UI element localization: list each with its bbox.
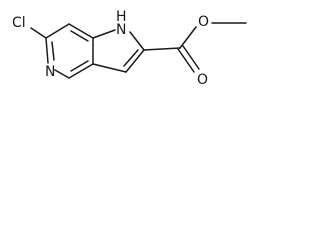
ester-oxygen-label: O bbox=[198, 14, 209, 30]
bond-carbonyl-o-double-a bbox=[177, 48, 195, 73]
bond-c7-c7a-inner bbox=[70, 30, 89, 42]
bond-c2-c3-inner bbox=[123, 49, 139, 67]
bond-c6-c7 bbox=[45, 23, 70, 39]
bond-c3a-c4 bbox=[68, 63, 94, 79]
bond-c2-c3 bbox=[125, 49, 145, 73]
bond-carbonyl-o-double-b bbox=[182, 45, 200, 70]
bond-c4-n5 bbox=[54, 69, 70, 79]
ring-nitrogen-label: N bbox=[45, 64, 55, 80]
bond-n5-c6-inner bbox=[51, 41, 55, 61]
bond-c2-carbonyl bbox=[143, 47, 181, 51]
carbonyl-oxygen-label: O bbox=[197, 72, 208, 88]
bond-c7a-n1 bbox=[92, 29, 116, 39]
bond-c3-c3a bbox=[92, 63, 127, 73]
bond-c7-c7a bbox=[68, 23, 94, 39]
bond-carbonyl-o-ester bbox=[179, 26, 197, 49]
chlorine-label: Cl bbox=[12, 15, 26, 31]
bond-c3a-c4-inner bbox=[70, 60, 89, 72]
bond-n1-c2 bbox=[129, 31, 145, 51]
bond-n5-c6 bbox=[45, 37, 49, 64]
bond-c6-cl bbox=[30, 27, 47, 39]
